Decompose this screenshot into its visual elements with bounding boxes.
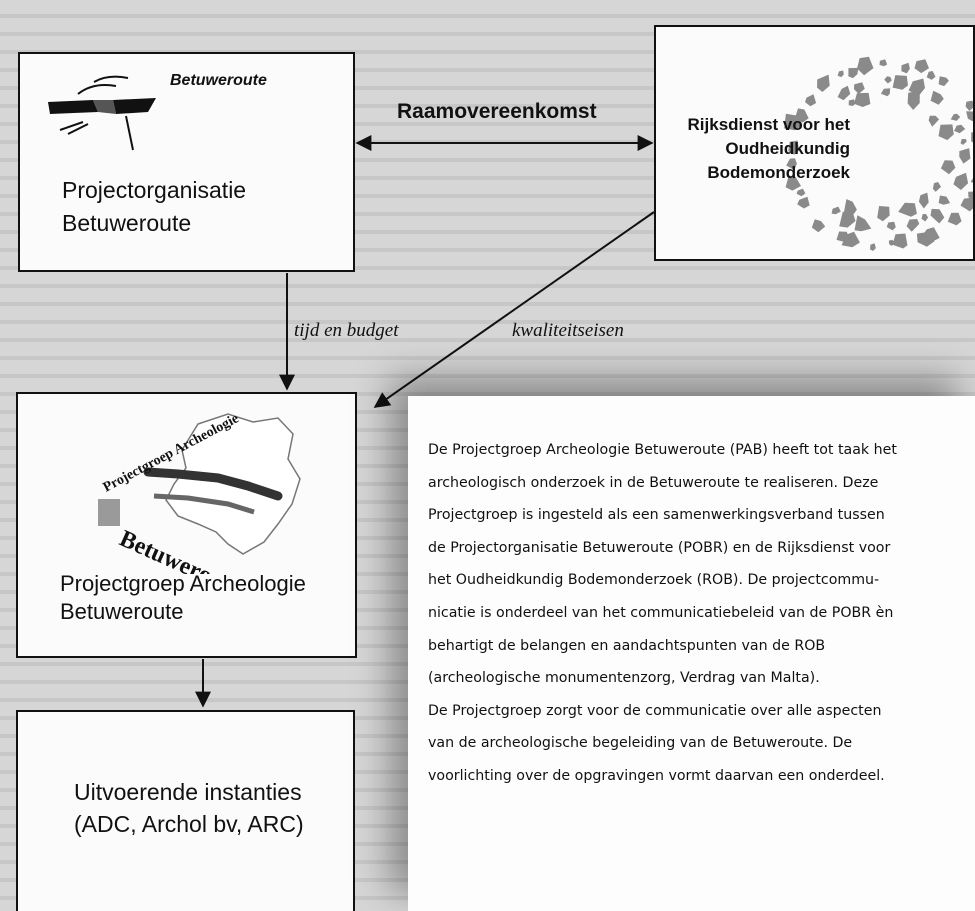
label-line: Projectorganisatie	[62, 177, 247, 203]
rob-label: Rijksdienst voor het Oudheidkundig Bodem…	[670, 113, 850, 185]
rob-logo-stone	[854, 92, 871, 107]
rob-logo-stone	[848, 99, 856, 106]
description-line: het Oudheidkundig Bodemonderzoek (ROB). …	[428, 572, 880, 589]
rob-logo-stone	[907, 90, 920, 110]
rob-logo-stone	[908, 78, 925, 96]
rob-logo-stone	[880, 88, 891, 97]
rob-logo-stone	[938, 76, 949, 87]
description-line: De Projectgroep zorgt voor de communicat…	[428, 702, 882, 719]
description-line: van de archeologische begeleiding van de…	[428, 735, 853, 752]
rob-logo-stone	[797, 196, 810, 209]
rob-logo-stone	[914, 59, 929, 74]
rob-logo-stone	[892, 75, 908, 90]
label-line: Betuweroute	[62, 210, 192, 236]
rob-logo-stone	[788, 140, 800, 155]
description-line: voorlichting over de opgravingen vormt d…	[428, 767, 885, 784]
rob-logo-stone	[785, 175, 801, 191]
description-line: (archeologische monumentenzorg, Verdrag …	[428, 670, 820, 687]
rob-logo-stone	[836, 231, 850, 242]
label-line: (ADC, Archol bv, ARC)	[74, 811, 304, 837]
rob-logo-stone	[960, 138, 967, 145]
rob-logo-stone	[932, 182, 941, 192]
node-projectgroep-archeologie: Projectgroep Archeologie Betuweroute Pro…	[16, 392, 357, 658]
node-uitvoerende-instanties: Uitvoerende instanties (ADC, Archol bv, …	[16, 710, 355, 911]
rob-logo-stone	[848, 67, 859, 79]
uitvoerende-label: Uitvoerende instanties (ADC, Archol bv, …	[74, 776, 304, 840]
label-line: Rijksdienst voor het	[687, 115, 850, 134]
rob-logo-stone	[837, 85, 851, 101]
betuweroute-logo-icon	[48, 75, 156, 151]
tijd-en-budget-label: tijd en budget	[294, 320, 399, 341]
label-line: Projectgroep Archeologie	[60, 571, 306, 596]
description-line: archeologisch onderzoek in de Betuwerout…	[428, 474, 879, 491]
rob-logo-stone	[928, 115, 940, 127]
rob-logo-stone	[811, 219, 826, 233]
rob-logo-stone	[950, 113, 961, 121]
rob-logo-stone	[970, 178, 973, 183]
rob-logo-stone	[898, 202, 917, 217]
rob-logo-stone	[892, 233, 908, 249]
rob-logo-stone	[786, 158, 797, 170]
rob-logo-stone	[947, 212, 962, 226]
netherlands-map-logo-icon: Projectgroep Archeologie Betuweroute	[98, 411, 301, 574]
rob-logo-stone	[888, 239, 896, 246]
description-line: De Projectgroep Archeologie Betuweroute …	[428, 442, 897, 458]
rob-logo-stone	[966, 111, 973, 122]
label-line: Uitvoerende instanties	[74, 779, 302, 805]
kwaliteitseisen-label: kwaliteitseisen	[512, 320, 624, 341]
rob-logo-stone	[854, 215, 872, 232]
rob-logo-stone	[870, 243, 876, 251]
rob-logo-stone	[940, 160, 956, 175]
rob-logo-stone	[901, 62, 910, 74]
projectorganisatie-label: Projectorganisatie Betuweroute	[62, 174, 246, 240]
rob-logo-stone	[918, 192, 929, 209]
rob-logo-stone	[877, 206, 890, 222]
rob-logo-stone	[879, 59, 888, 67]
node-projectorganisatie-betuweroute: Betuweroute Projectorganisatie Betuwerou…	[18, 52, 355, 272]
description-line: Projectgroep is ingesteld als een samenw…	[428, 507, 885, 524]
rob-logo-stone	[844, 199, 857, 218]
description-line: nicatie is onderdeel van het communicati…	[428, 604, 894, 621]
label-line: Oudheidkundig	[725, 139, 850, 158]
rob-logo-stone	[906, 219, 920, 232]
rob-logo-stone	[837, 70, 844, 78]
rob-logo-stone	[959, 148, 971, 164]
rob-logo-stone	[953, 172, 969, 190]
rob-logo-stone	[971, 132, 973, 143]
description-panel: De Projectgroep Archeologie Betuweroute …	[408, 396, 975, 911]
label-line: Bodemonderzoek	[707, 163, 850, 182]
rob-logo-stone	[805, 94, 817, 107]
rob-logo-stone	[886, 221, 896, 231]
description-text: De Projectgroep Archeologie Betuweroute …	[428, 434, 968, 793]
rob-logo-stone	[857, 56, 874, 76]
rob-logo-stone	[916, 231, 935, 247]
projectgroep-label: Projectgroep Archeologie Betuweroute	[60, 570, 306, 626]
description-line: behartigt de belangen en aandachtspunten…	[428, 637, 826, 654]
rob-logo-stone	[938, 124, 954, 141]
edge-kwaliteitseisen	[373, 211, 655, 408]
rob-logo-stone	[960, 197, 973, 212]
rob-logo-stone	[817, 74, 830, 92]
rob-logo-stone	[938, 195, 951, 205]
label-line: Betuweroute	[60, 599, 184, 624]
rob-logo-stone	[796, 188, 806, 197]
betuweroute-logo-text: Betuweroute	[170, 72, 267, 89]
node-rijksdienst-rob: Rijksdienst voor het Oudheidkundig Bodem…	[654, 25, 975, 261]
rob-logo-stone	[921, 213, 929, 222]
rob-logo-stone	[926, 71, 936, 80]
rob-logo-stone	[794, 108, 809, 123]
description-line: de Projectorganisatie Betuweroute (POBR)…	[428, 539, 891, 556]
rob-logo-stone	[831, 206, 841, 215]
rob-stone-circle-logo-icon	[784, 56, 973, 251]
rob-logo-stone	[854, 82, 865, 94]
rob-logo-stone	[954, 124, 966, 134]
rob-logo-stone	[930, 90, 944, 105]
raamovereenkomst-label: Raamovereenkomst	[397, 100, 597, 123]
rob-logo-stone	[930, 208, 945, 224]
rob-logo-stone	[965, 100, 973, 111]
